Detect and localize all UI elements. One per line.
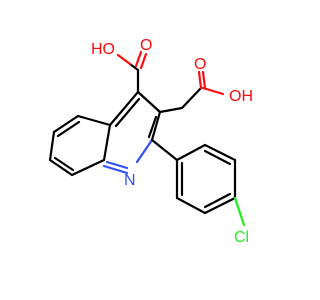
bond-c3-c2 bbox=[150, 110, 162, 142]
bond-cooh-half bbox=[128, 62, 140, 72]
bond-c5p-c6p bbox=[203, 143, 237, 162]
bond-c5-c6 bbox=[52, 114, 80, 134]
bond-c2-c1p bbox=[150, 138, 179, 162]
carboxyl-group-4: HO O bbox=[91, 37, 152, 94]
molecule-structure: HO O O OH N bbox=[48, 37, 253, 246]
bond-c4a-c5 bbox=[76, 114, 112, 127]
bond-c5-c6-inner bbox=[56, 120, 81, 138]
bond-c3p-c4p bbox=[203, 196, 237, 215]
bond-c4a-c4 bbox=[108, 90, 140, 127]
bond-c7-c8 bbox=[48, 158, 74, 177]
pyridine-ring: N bbox=[102, 90, 162, 189]
bond-c8-c8a bbox=[70, 158, 106, 177]
atom-cl: Cl bbox=[234, 229, 249, 246]
bond-c-oh bbox=[116, 53, 132, 66]
bond-c3-ch2 bbox=[158, 106, 184, 114]
atom-o-carbonyl-3: O bbox=[194, 56, 206, 73]
bond-c7-c8-inner bbox=[53, 156, 75, 172]
bond-n-c8a-inner bbox=[105, 160, 129, 170]
bond-c5p-c6p-inner bbox=[203, 149, 232, 166]
bond-ch2-c bbox=[180, 86, 203, 110]
bond-c-o-double-a bbox=[197, 70, 203, 90]
bond-c-o-double-b bbox=[201, 70, 207, 90]
benzo-ring bbox=[48, 114, 112, 177]
atom-ho-carboxyl-4: HO bbox=[91, 41, 115, 58]
bond-c-o-double-a bbox=[134, 50, 143, 68]
atom-n-ring: N bbox=[124, 172, 136, 189]
chlorophenyl-ring: Cl bbox=[150, 138, 249, 246]
bond-c4p-cl bbox=[233, 196, 246, 227]
structure-canvas: HO O O OH N bbox=[48, 37, 253, 246]
bond-c-oh bbox=[201, 86, 225, 96]
bond-c4-c3 bbox=[136, 90, 162, 114]
bond-c3p-c4p-inner bbox=[203, 192, 232, 209]
bond-c8a-c4a bbox=[102, 123, 112, 162]
bond-c2p-c3p bbox=[175, 196, 207, 215]
bond-c6-c7 bbox=[48, 130, 56, 162]
bond-c2-n bbox=[135, 138, 154, 164]
carboxymethyl-group-3: O OH bbox=[158, 56, 253, 114]
bond-c3-c2-inner bbox=[147, 115, 158, 139]
atom-o-carbonyl-4: O bbox=[140, 37, 152, 54]
atom-oh-carboxyl-3: OH bbox=[229, 88, 253, 105]
bond-c-o-double-b bbox=[139, 52, 148, 70]
bond-c6p-c1p bbox=[175, 143, 207, 162]
bond-n-c8a bbox=[102, 164, 129, 175]
bond-c4a-c4-inner bbox=[114, 97, 141, 128]
